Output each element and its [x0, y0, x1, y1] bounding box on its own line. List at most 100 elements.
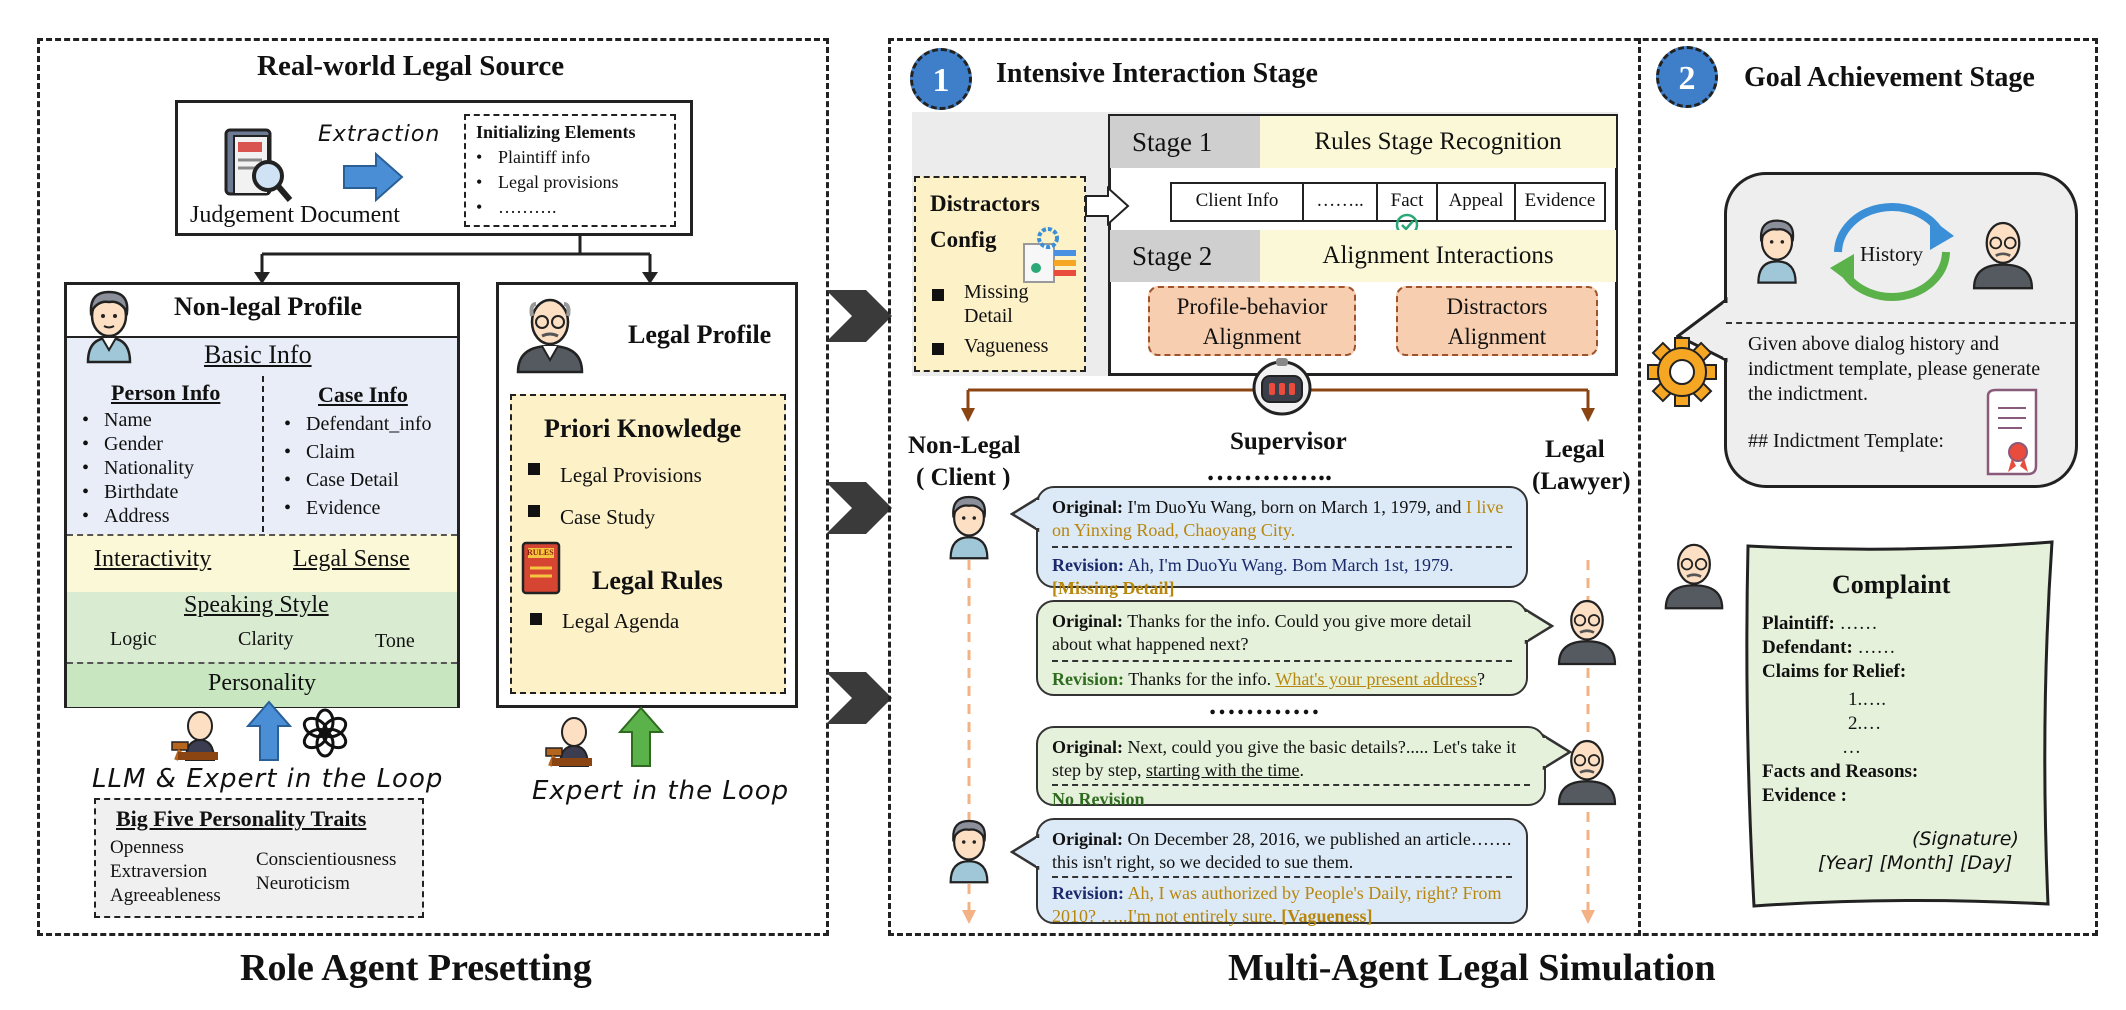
- source-connector: [254, 236, 658, 284]
- legal-profile-box: [496, 282, 798, 708]
- distractors-config-title: Distractors Config: [930, 191, 1040, 252]
- client-message-bubble-2: Original: On December 28, 2016, we publi…: [1036, 818, 1528, 926]
- trait: Agreeableness: [110, 885, 221, 906]
- multi-agent-simulation-panel: [888, 38, 2098, 936]
- case-item: Case Detail: [284, 466, 432, 494]
- generation-prompt: Given above dialog history and indictmen…: [1748, 333, 2041, 405]
- complaint-title: Complaint: [1832, 570, 1951, 599]
- case-info-list: Defendant_info Claim Case Detail Evidenc…: [284, 410, 432, 522]
- lawyer-avatar-icon: [1557, 599, 1617, 666]
- original-label: Original:: [1052, 611, 1123, 631]
- flow-arrow-icon: [826, 290, 892, 342]
- non-legal-client-label-1: Non-Legal: [908, 432, 1021, 459]
- trait: Neuroticism: [256, 873, 350, 894]
- stage-cell: Appeal: [1438, 184, 1516, 220]
- case-document-icon: [224, 128, 293, 202]
- up-arrow-blue-icon: [246, 700, 292, 761]
- original-highlight: starting with the time: [1146, 760, 1300, 780]
- priori-list: Legal Provisions Case Study: [526, 454, 702, 538]
- legal-sense-label: Legal Sense: [293, 546, 410, 572]
- client-avatar-icon: [949, 495, 989, 560]
- flow-arrow-icon: [826, 672, 892, 724]
- alignment-label: Distractors Alignment: [1446, 294, 1548, 349]
- revision-text: Ah, I'm DuoYu Wang. Bom March 1st, 1979.: [1127, 555, 1454, 575]
- gear-icon: [1647, 337, 1717, 407]
- stage-cell: Fact: [1378, 184, 1438, 220]
- extraction-arrow-icon: [343, 152, 404, 202]
- personality-label: Personality: [208, 670, 316, 696]
- legal-lawyer-label-2: (Lawyer): [1532, 468, 1631, 495]
- client-avatar-icon: [1757, 219, 1797, 284]
- role-agent-presetting-panel: [37, 38, 829, 936]
- source-title: Real-world Legal Source: [257, 50, 565, 82]
- original-label: Original:: [1052, 829, 1123, 849]
- client-message-bubble-1: Original: I'm DuoYu Wang, born on March …: [1036, 486, 1528, 598]
- certificate-icon: [1986, 388, 2038, 476]
- stage-cell: Client Info: [1172, 184, 1304, 220]
- date-label: [Year] [Month] [Day]: [1818, 852, 2013, 874]
- claim-item: 1.….: [1848, 689, 1886, 710]
- basic-info-divider: [262, 376, 264, 532]
- original-text: On December 28, 2016, we published an ar…: [1052, 829, 1512, 872]
- case-item: Defendant_info: [284, 410, 432, 438]
- person-item: Nationality: [82, 456, 194, 480]
- priori-item: Legal Provisions: [526, 454, 702, 496]
- lawyer-message-bubble-1: Original: Thanks for the info. Could you…: [1036, 600, 1528, 696]
- legal-profile-title: Legal Profile: [628, 320, 772, 349]
- stage-2-title: Alignment Interactions: [1260, 230, 1616, 282]
- plaintiff-label: Plaintiff:: [1762, 613, 1835, 634]
- client-avatar-icon: [949, 819, 989, 884]
- claim-item: 2.…: [1848, 713, 1882, 734]
- stage-2-label: Stage 2: [1110, 230, 1260, 282]
- non-legal-profile-title: Non-legal Profile: [174, 292, 362, 321]
- personality-section: [67, 662, 457, 707]
- revision-text: Thanks for the info.: [1128, 669, 1276, 689]
- revision-highlight: What's your present address: [1275, 669, 1478, 689]
- extraction-label: Extraction: [318, 122, 441, 147]
- revision-text: Ah, I was authorized by People's Daily, …: [1052, 883, 1502, 926]
- config-gear-chart-icon: [1023, 227, 1076, 283]
- big-five-col2: Conscientiousness Neuroticism: [256, 848, 396, 896]
- priori-knowledge-title: Priori Knowledge: [544, 414, 742, 443]
- bubble-tail: [1010, 496, 1040, 532]
- trait: Openness: [110, 837, 184, 858]
- person-item: Name: [82, 408, 194, 432]
- vagueness-tag: [Vagueness]: [1281, 906, 1373, 926]
- lawyer-avatar-icon: [1972, 221, 2034, 290]
- distractor-item: Vagueness: [930, 334, 1080, 358]
- defendant-label: Defendant:: [1762, 637, 1853, 658]
- multi-agent-title: Multi-Agent Legal Simulation: [1228, 947, 1716, 989]
- big-five-col1: Openness Extraversion Agreeableness: [110, 836, 221, 908]
- style-logic: Logic: [110, 628, 157, 650]
- non-legal-client-label-2: ( Client ): [916, 464, 1011, 491]
- interactivity-label: Interactivity: [94, 546, 212, 572]
- profile-behavior-alignment: Profile-behavior Alignment: [1148, 286, 1356, 356]
- alignment-label: Profile-behavior Alignment: [1176, 294, 1328, 349]
- evidence-label: Evidence :: [1762, 785, 1847, 806]
- facts-label: Facts and Reasons:: [1762, 761, 1919, 782]
- bubble-tail: [1010, 834, 1040, 870]
- legal-lawyer-label-1: Legal: [1545, 436, 1605, 463]
- basic-info-title: Basic Info: [204, 340, 312, 369]
- initializing-elements-title: Initializing Elements: [476, 122, 636, 142]
- initializing-elements-box: Initializing Elements Plaintiff info Leg…: [464, 114, 676, 227]
- bubble-tail: [1524, 608, 1554, 644]
- robot-supervisor-icon: [1252, 358, 1312, 416]
- expert-loop-label: Expert in the Loop: [532, 776, 790, 806]
- original-text-end: .: [1299, 760, 1304, 780]
- big-five-title: Big Five Personality Traits: [116, 806, 367, 831]
- rules-item: Legal Agenda: [528, 604, 679, 638]
- source-box: [175, 100, 693, 236]
- lawyer-avatar-icon: [1557, 739, 1617, 806]
- stage-cell: Evidence: [1524, 190, 1596, 211]
- distractor-item: Missing Detail: [930, 280, 1080, 328]
- trait: Conscientiousness: [256, 849, 397, 870]
- openai-icon: [302, 708, 348, 758]
- legal-rules-list: Legal Agenda: [528, 604, 679, 638]
- llm-expert-loop-label: LLM & Expert in the Loop: [92, 764, 444, 794]
- no-revision-label: No Revision: [1052, 789, 1145, 809]
- cycle-arrows-icon: [1830, 203, 1954, 301]
- person-info-list: Name Gender Nationality Birthdate Addres…: [82, 408, 194, 528]
- original-highlight: I live on Yinxing Road, Chaoyang City.: [1052, 497, 1504, 540]
- config-arrow-icon: [1085, 186, 1130, 226]
